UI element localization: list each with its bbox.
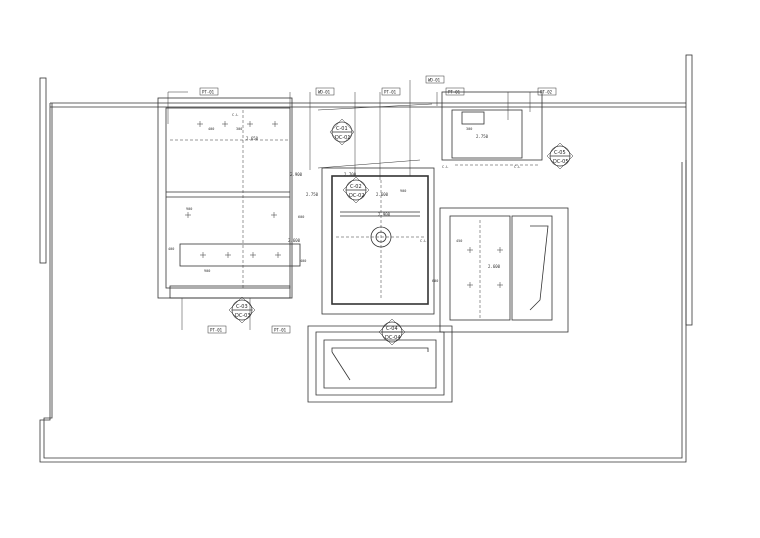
callout-c3-ref: C-03 (236, 304, 248, 310)
mark-cl3: C.L (442, 165, 448, 169)
tag-pt01-e: PT-01 (274, 328, 287, 333)
dim-d4: 900 (186, 207, 192, 211)
fixture-mark (467, 247, 473, 253)
left-room-inner (165, 107, 291, 289)
left-room-counter (179, 243, 301, 267)
fixture-mark (272, 121, 278, 127)
dim-d7: 900 (204, 269, 210, 273)
level-l8: 2.750 (476, 134, 489, 139)
material-tags: PT-01 WD-01 PT-01 WD-01 PT-01 PT-02 PT-0… (199, 75, 557, 334)
fixture-mark (497, 282, 503, 288)
level-l6: 2.600 (376, 192, 389, 197)
level-l7: 2.900 (378, 212, 391, 217)
callout-c2-sheet: DC-02 (349, 193, 365, 199)
tag-pt01-a: PT-01 (202, 90, 215, 95)
level-l2: 2.900 (290, 172, 303, 177)
level-l9: 2.600 (488, 264, 501, 269)
left-window (39, 77, 47, 264)
fixture-mark (200, 252, 206, 258)
callout-c5 (546, 142, 574, 170)
level-l4: 2.600 (288, 238, 301, 243)
right-top-room-inner (451, 109, 523, 159)
walls (39, 54, 693, 463)
fixture-mark (247, 121, 253, 127)
callout-labels: C-01 DC-01 C-02 DC-02 C-03 DC-03 C-04 DC… (235, 126, 569, 341)
dim-d3: 400 (168, 247, 174, 251)
fixtures (185, 121, 503, 288)
level-l5: 2.700 (344, 172, 357, 177)
fixture-mark (275, 252, 281, 258)
dimension-labels: 400 300 400 900 400 600 900 900 600 450 … (168, 127, 472, 283)
dim-d9: 600 (432, 279, 438, 283)
dim-d2: 300 (236, 127, 242, 131)
callout-c3-sheet: DC-03 (235, 313, 251, 319)
tag-wd01-b: WD-01 (428, 78, 441, 83)
dim-d10: 450 (456, 239, 462, 243)
callout-c1-ref: C-01 (336, 126, 348, 132)
centerline-marks: C.L C.L C.L C.L (232, 113, 520, 243)
right-window (685, 54, 693, 326)
callout-c1-sheet: DC-01 (335, 135, 351, 141)
callout-c4 (378, 318, 406, 346)
detail-callouts (228, 118, 574, 346)
leaders (167, 80, 531, 330)
level-l3: 2.750 (306, 192, 319, 197)
level-marks: 2.650 2.900 2.750 2.600 2.700 2.600 2.90… (246, 134, 501, 269)
right-top-room (441, 91, 543, 161)
fixture-mark (271, 212, 277, 218)
mark-cl1: C.L (232, 113, 238, 117)
tag-pt01-b: PT-01 (384, 90, 397, 95)
centerlines (170, 110, 540, 318)
callout-c2-ref: C-02 (350, 184, 362, 190)
fixture-mark (467, 282, 473, 288)
dim-d5: 400 (300, 259, 306, 263)
callout-c1 (329, 118, 355, 146)
mark-cl4: C.L (514, 165, 520, 169)
tag-pt02: PT-02 (540, 90, 553, 95)
center-extension (307, 325, 453, 403)
dim-d11: 300 (466, 127, 472, 131)
tag-pt01-c: PT-01 (448, 90, 461, 95)
callout-c4-ref: C-04 (386, 326, 398, 332)
fixture-mark (497, 247, 503, 253)
mark-cl2: C.L (420, 239, 426, 243)
dim-d1: 400 (208, 127, 214, 131)
fixture-mark (185, 212, 191, 218)
fixture-mark (222, 121, 228, 127)
outer-wall (39, 103, 687, 463)
dim-d8: 900 (400, 189, 406, 193)
callout-c5-ref: C-05 (554, 150, 566, 156)
callout-c3 (228, 296, 256, 324)
left-room (157, 97, 293, 299)
left-room-base (169, 285, 291, 299)
outer-wall-inner (43, 103, 683, 459)
fixture-mark (250, 252, 256, 258)
right-bottom-room (439, 207, 569, 333)
fixture-mark (225, 252, 231, 258)
tag-wd01-a: WD-01 (318, 90, 331, 95)
callout-c2 (342, 176, 370, 204)
callout-c5-sheet: DC-05 (553, 159, 569, 165)
right-bottom-room-inner (449, 215, 511, 321)
tag-pt01-d: PT-01 (210, 328, 223, 333)
center-room (321, 167, 435, 315)
fixture-mark (197, 121, 203, 127)
callout-c4-sheet: DC-04 (385, 335, 401, 341)
dim-d6: 600 (298, 215, 304, 219)
level-l1: 2.650 (246, 136, 259, 141)
